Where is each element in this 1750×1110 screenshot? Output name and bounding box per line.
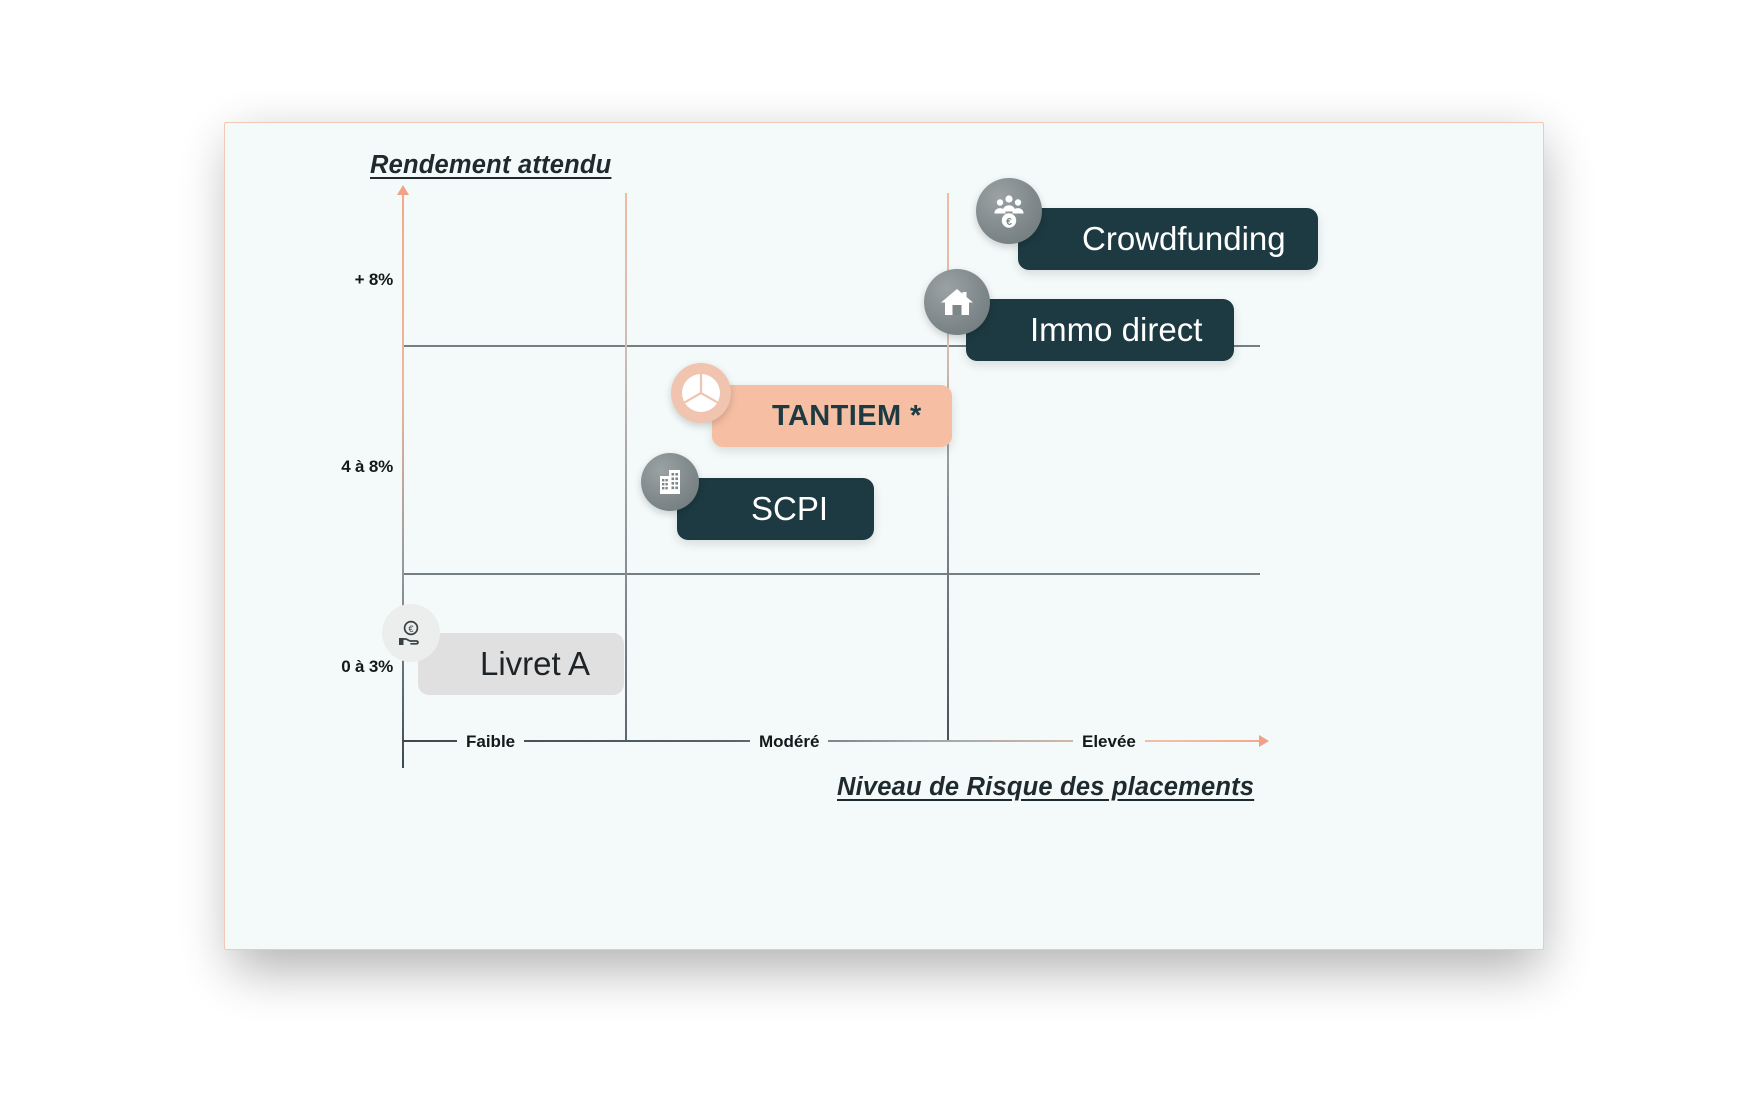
y-tick-label-0-a-3: 0 à 3% (341, 657, 393, 676)
pie-chart-icon (671, 363, 731, 423)
svg-text:€: € (1006, 216, 1012, 228)
x-axis-line (402, 740, 1262, 742)
gridline-vertical-moderate-elevee (947, 193, 949, 740)
y-tick-label-plus-8: + 8% (354, 270, 394, 289)
marker-label-livret-a: Livret A (480, 645, 591, 682)
gridline-horizontal-lower (402, 573, 1260, 575)
house-icon (924, 269, 990, 335)
crowdfunding-people-euro-icon: € (976, 178, 1042, 244)
chart-card: Rendement attendu Niveau de Risque des p… (224, 122, 1544, 950)
y-tick-label-4-a-8: 4 à 8% (341, 457, 393, 476)
x-axis-title: Niveau de Risque des placements (837, 773, 1255, 801)
office-buildings-icon (641, 453, 699, 511)
y-axis-line (402, 193, 404, 768)
hand-euro-coin-icon: € (382, 604, 440, 662)
x-axis-arrow-icon (1259, 735, 1269, 747)
marker-label-crowdfunding: Crowdfunding (1082, 220, 1286, 257)
y-axis-title: Rendement attendu (370, 151, 612, 179)
x-tick-label-modere: Modéré (750, 733, 829, 750)
x-tick-label-faible: Faible (457, 733, 525, 750)
gridline-horizontal-upper (402, 345, 1260, 347)
svg-text:€: € (408, 624, 413, 634)
marker-label-tantiem: TANTIEM * (772, 399, 922, 432)
gridline-vertical-faible-moderate (625, 193, 627, 740)
y-axis-arrow-icon (397, 185, 409, 195)
x-tick-label-elevee: Elevée (1073, 733, 1145, 750)
marker-label-immo-direct: Immo direct (1030, 311, 1203, 348)
marker-label-scpi: SCPI (751, 490, 829, 527)
